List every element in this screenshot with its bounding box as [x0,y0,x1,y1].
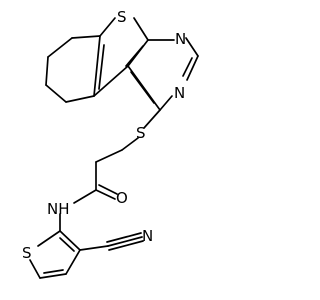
atom-label-n-pyrimidine-3: N [174,84,185,102]
bond-carbonyl [95,189,116,200]
bond [29,259,41,279]
bond [79,245,109,251]
atom-label-n-pyrimidine-1: N [175,30,186,48]
bond [37,230,61,247]
molecule-structure: S N N S O NH S N [22,8,199,279]
bond [95,149,123,163]
bond-triple [107,236,143,247]
bond [186,55,199,81]
bond [93,65,129,97]
bond [99,17,116,37]
atom-label-s-thiophene: S [22,244,32,262]
atom-label-s-thioether: S [136,124,146,142]
bond [47,37,73,58]
bond [45,84,67,103]
bond [45,56,49,86]
bond-triple [108,240,144,251]
bond [93,35,101,97]
bond-triple [106,232,142,243]
bond [127,65,161,111]
atom-label-o-carbonyl: O [116,189,128,207]
bond [73,189,97,204]
bond-double-inner [59,237,75,252]
atom-label-n-nitrile: N [142,227,153,245]
bond [65,95,95,103]
bond [121,137,139,151]
bond-double-inner [125,45,144,67]
bond [39,273,67,279]
bond-double-inner [182,57,193,77]
bond [59,230,81,251]
bond [65,249,81,275]
bond-double-inner [98,44,105,90]
bond-layer [29,17,199,279]
bond [159,95,173,111]
bond [71,35,101,39]
bond [143,109,161,129]
bond-carbonyl-double [98,184,118,195]
bond-double-inner [43,269,64,274]
atom-label-layer: S N N S O NH S N [22,8,186,262]
atom-label-nh-amide: NH [47,200,70,218]
atom-label-s-fused-thiophene: S [117,8,127,26]
bond [133,17,149,41]
bond-double-inner [130,71,155,104]
bond [185,37,199,57]
